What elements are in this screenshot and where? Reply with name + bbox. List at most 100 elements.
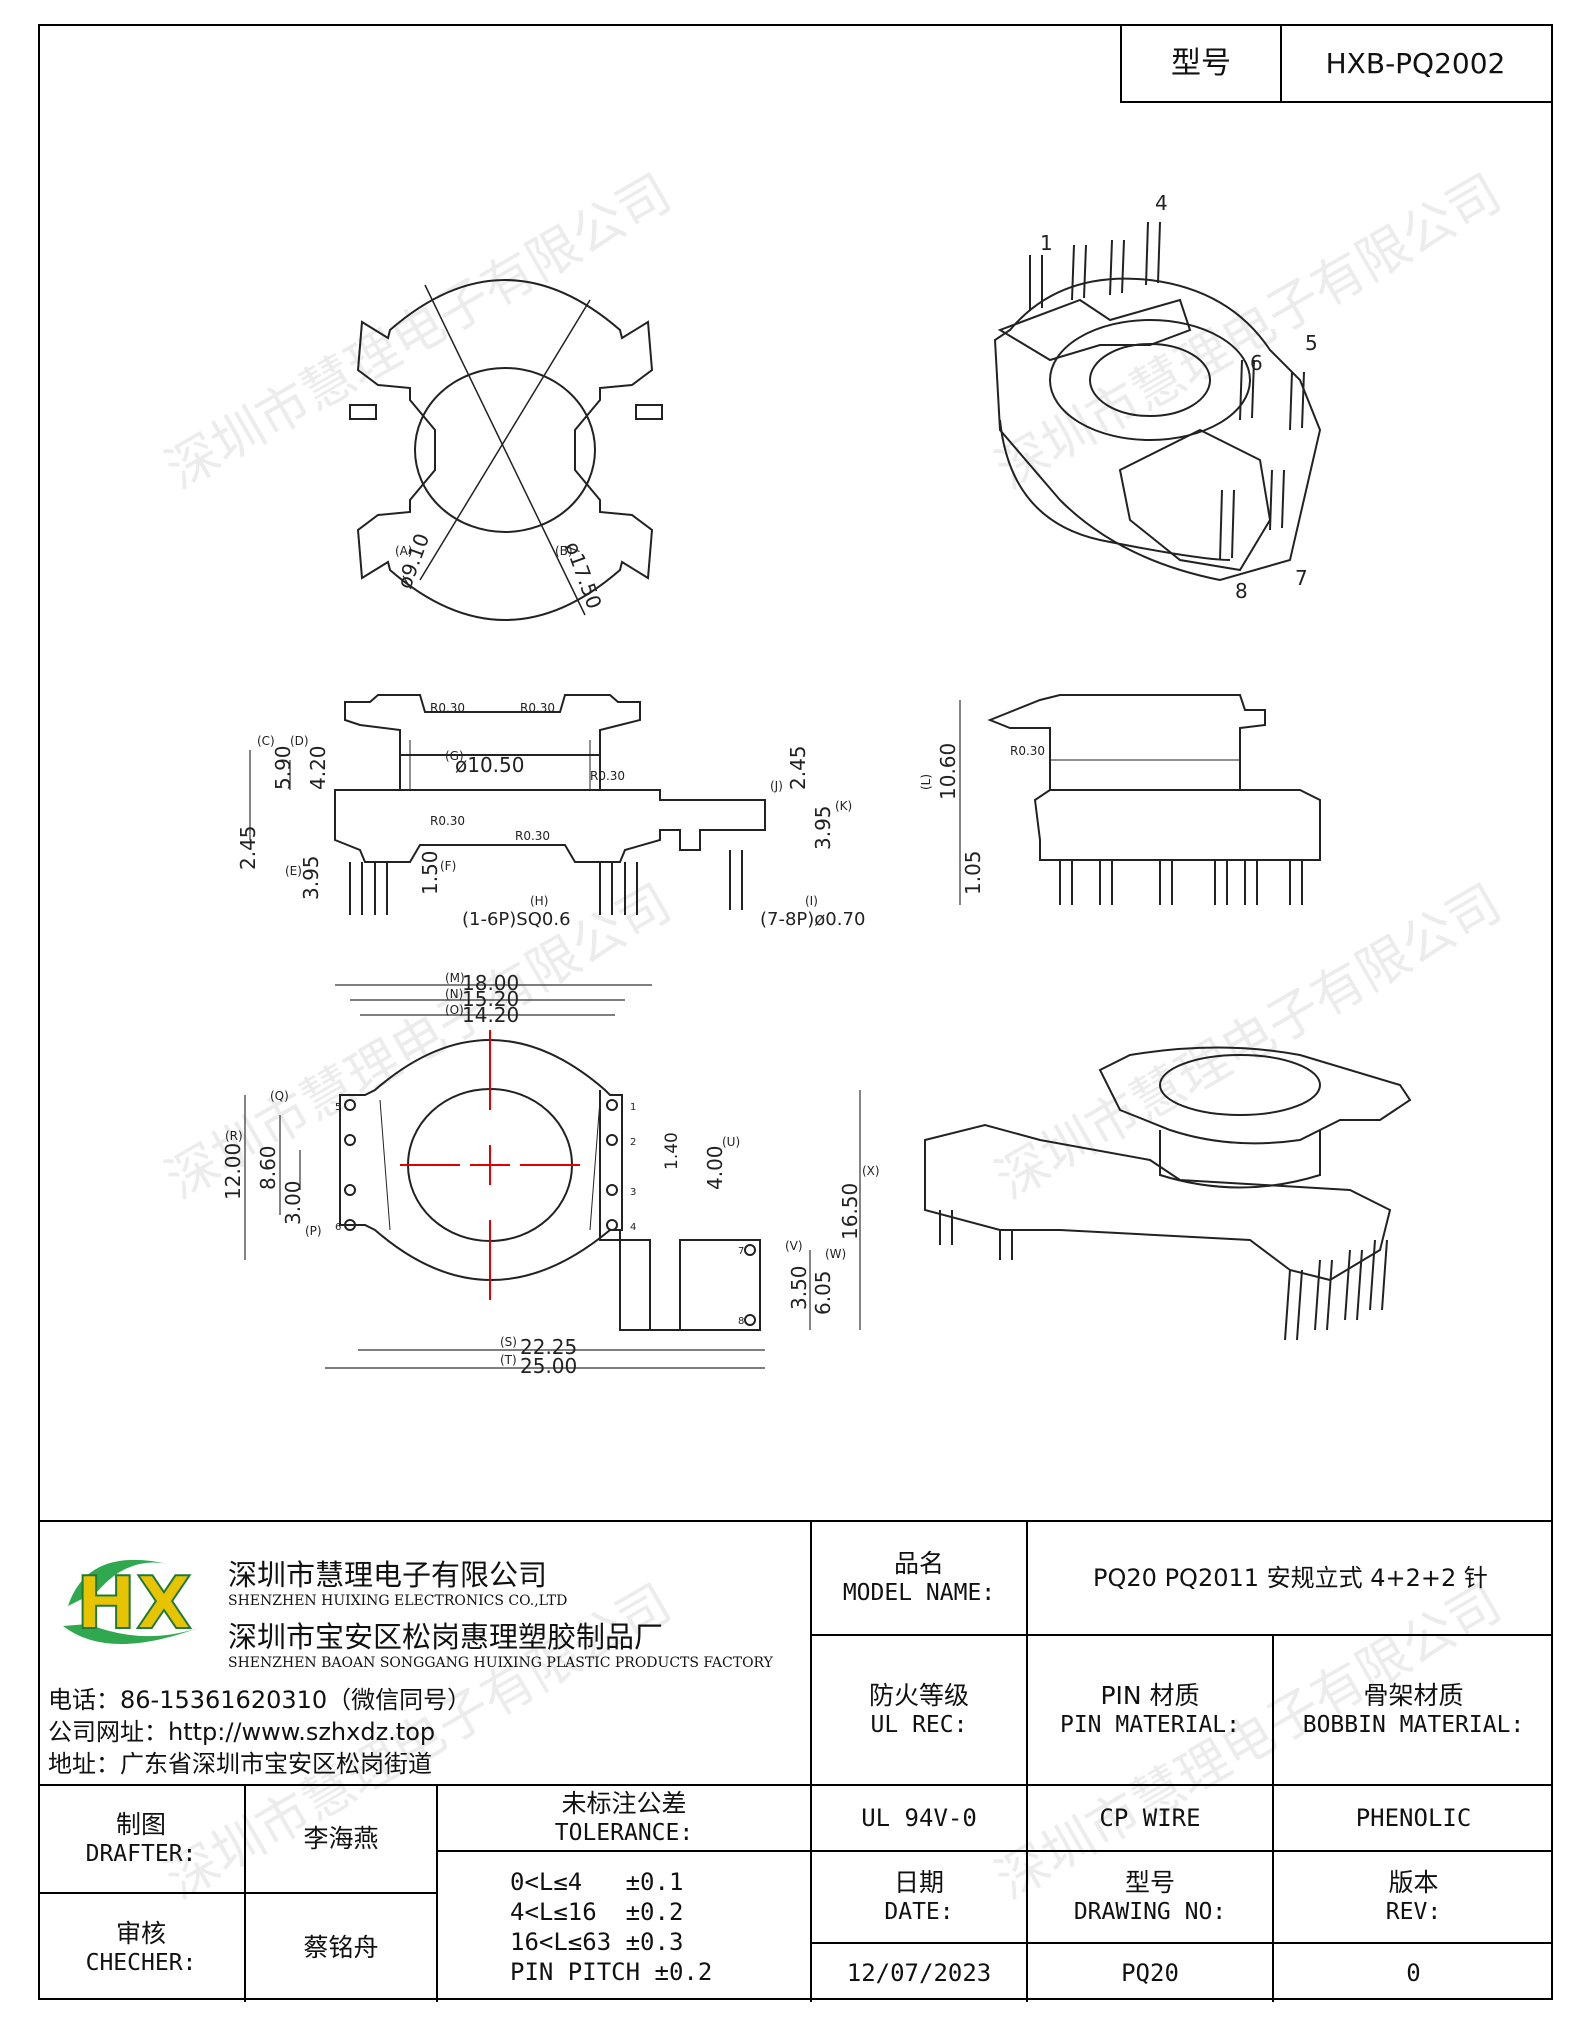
- company-name-cn: 深圳市慧理电子有限公司: [228, 1558, 548, 1592]
- dim-tag: (R): [225, 1129, 243, 1143]
- dim-value: 3.95: [299, 855, 323, 900]
- rev-en: REV:: [1385, 1899, 1442, 1926]
- dim-tag: (J): [770, 779, 783, 793]
- model-name-value: PQ20 PQ2011 安规立式 4+2+2 针: [1093, 1564, 1488, 1592]
- side-view: [334, 694, 766, 915]
- pin-material-label-cell: PIN 材质 PIN MATERIAL:: [1026, 1634, 1272, 1784]
- dim-tag: (U): [722, 1135, 740, 1149]
- dim-tag: (M): [445, 971, 465, 985]
- factory-name-en: SHENZHEN BAOAN SONGGANG HUIXING PLASTIC …: [228, 1655, 773, 1671]
- company-website: 公司网址：http://www.szhxdz.top: [48, 1718, 436, 1746]
- model-name-label-cell: 品名 MODEL NAME:: [810, 1522, 1026, 1634]
- title-block: HX 深圳市慧理电子有限公司 SHENZHEN HUIXING ELECTRON…: [38, 1520, 1553, 2002]
- drawing-no-label-cell: 型号 DRAWING NO:: [1026, 1850, 1272, 1942]
- front-view: [987, 694, 1321, 905]
- checker-value-cell: 蔡铭舟: [244, 1892, 436, 2002]
- dim-tag: (K): [835, 799, 852, 813]
- rev-value: 0: [1406, 1959, 1421, 1987]
- dim-value: 1.40: [662, 1132, 682, 1170]
- dim-value: 4.00: [703, 1145, 727, 1190]
- dim-value: 16.50: [838, 1183, 862, 1240]
- dim-tag: (P): [305, 1224, 322, 1238]
- bobbin-material-value: PHENOLIC: [1355, 1804, 1472, 1832]
- dim-tag: (W): [825, 1247, 846, 1261]
- dim-value: 3.95: [811, 805, 835, 850]
- drawing-no-value: PQ20: [1121, 1959, 1179, 1987]
- dim-value: 6.05: [811, 1270, 835, 1315]
- checker-value: 蔡铭舟: [303, 1933, 379, 1963]
- dim-value: ø10.50: [455, 753, 525, 777]
- pin-note-left: (1-6P)SQ0.6: [462, 909, 571, 930]
- type-label-cell: 型号: [1120, 24, 1282, 103]
- radius-label: R0.30: [1010, 744, 1045, 758]
- date-cn: 日期: [893, 1868, 944, 1897]
- pin-label: 6: [1250, 351, 1263, 375]
- pin-label: 7: [1295, 566, 1308, 590]
- pin-material-value-cell: CP WIRE: [1026, 1784, 1272, 1850]
- pin-number: 2: [630, 1137, 636, 1148]
- dim-value: 4.20: [306, 745, 330, 790]
- ul-value: UL 94V-0: [861, 1804, 977, 1832]
- bobbin-material-en: BOBBIN MATERIAL:: [1302, 1712, 1525, 1739]
- logo-letters: HX: [76, 1561, 192, 1645]
- dim-tag: (C): [257, 734, 275, 748]
- company-name-en: SHENZHEN HUIXING ELECTRONICS CO.,LTD: [228, 1593, 568, 1609]
- checker-label-cell: 审核 CHECHER:: [38, 1892, 244, 2002]
- rev-cn: 版本: [1388, 1868, 1439, 1897]
- isometric-top: [993, 221, 1322, 582]
- dim-tag: (Q): [270, 1089, 289, 1103]
- model-name-value-cell: PQ20 PQ2011 安规立式 4+2+2 针: [1026, 1522, 1553, 1634]
- top-view: [349, 279, 663, 621]
- pin-number: 1: [630, 1102, 636, 1113]
- bottom-view: [339, 1039, 761, 1331]
- drawing-no-value-cell: PQ20: [1026, 1942, 1272, 2002]
- bobbin-material-cn: 骨架材质: [1363, 1681, 1464, 1710]
- pin-number: 5: [335, 1102, 341, 1113]
- pin-number: 4: [630, 1222, 636, 1233]
- model-name-en: MODEL NAME:: [842, 1580, 996, 1607]
- dim-value: 1.50: [418, 850, 442, 895]
- date-label-cell: 日期 DATE:: [810, 1850, 1026, 1942]
- bobbin-material-value-cell: PHENOLIC: [1272, 1784, 1553, 1850]
- dim-tag: (L): [919, 774, 933, 790]
- tolerance-cn: 未标注公差: [561, 1789, 687, 1818]
- ul-label-cell: 防火等级 UL REC:: [810, 1634, 1026, 1784]
- pin-label: 4: [1155, 191, 1168, 215]
- dim-tag: (H): [530, 894, 548, 908]
- type-value-cell: HXB-PQ2002: [1280, 24, 1553, 103]
- dim-value: 3.00: [281, 1180, 305, 1225]
- pin-material-en: PIN MATERIAL:: [1059, 1712, 1240, 1739]
- dim-value: 8.60: [256, 1145, 280, 1190]
- type-label: 型号: [1171, 45, 1231, 81]
- dim-tag: (E): [285, 864, 302, 878]
- dim-value: 22.25: [520, 1335, 577, 1359]
- dim-tag: (D): [290, 734, 309, 748]
- dim-value: 18.00: [462, 971, 519, 995]
- radius-label: R0.30: [430, 814, 465, 828]
- center-marks: [400, 1030, 580, 1300]
- dim-tag: (T): [500, 1353, 517, 1367]
- dim-tag: (G): [445, 749, 464, 763]
- tolerance-line: PIN PITCH ±0.2: [510, 1958, 713, 1986]
- dim-value: 10.60: [936, 743, 960, 800]
- tolerance-line: 4<L≤16 ±0.2: [510, 1898, 684, 1926]
- dim-value: 1.05: [961, 850, 985, 895]
- drawing-no-en: DRAWING NO:: [1073, 1899, 1227, 1926]
- checker-cn: 审核: [115, 1919, 166, 1948]
- dim-value: 2.45: [236, 825, 260, 870]
- pin-material-cn: PIN 材质: [1100, 1681, 1200, 1710]
- rev-value-cell: 0: [1272, 1942, 1553, 2002]
- tolerance-label-cell: 未标注公差 TOLERANCE:: [436, 1784, 810, 1850]
- company-address: 地址：广东省深圳市宝安区松岗街道: [48, 1750, 432, 1778]
- radius-label: R0.30: [515, 829, 550, 843]
- bobbin-material-label-cell: 骨架材质 BOBBIN MATERIAL:: [1272, 1634, 1553, 1784]
- tolerance-line: 0<L≤4 ±0.1: [510, 1868, 684, 1896]
- date-en: DATE:: [884, 1899, 954, 1926]
- dim-tag: (N): [445, 987, 463, 1001]
- dim-value: 2.45: [786, 745, 810, 790]
- dim-value: 5.90: [271, 745, 295, 790]
- radius-label: R0.30: [430, 701, 465, 715]
- pin-number: 6: [335, 1222, 341, 1233]
- drafter-value: 李海燕: [303, 1824, 379, 1854]
- ul-en: UL REC:: [870, 1712, 968, 1739]
